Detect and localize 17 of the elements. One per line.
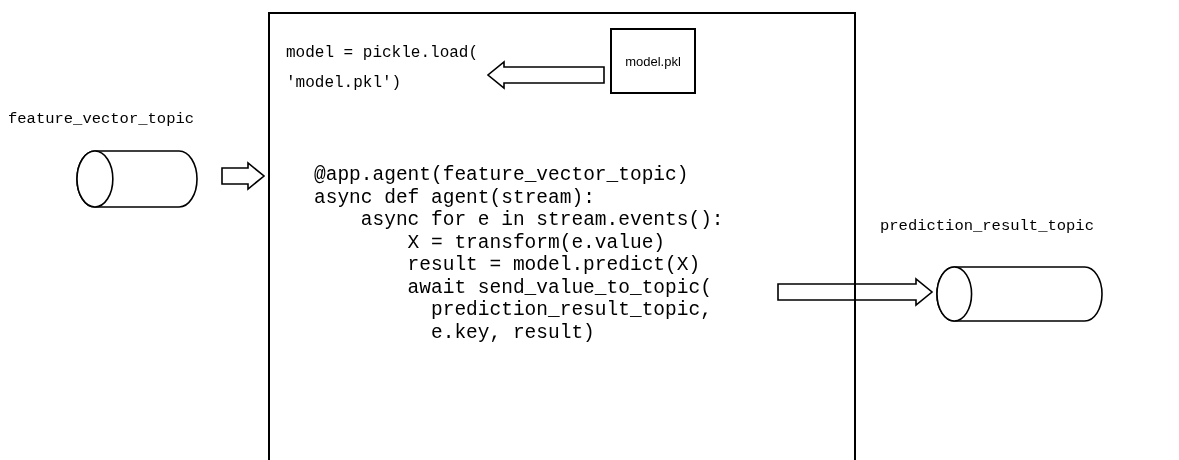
code-line: async for e in stream.events():: [360, 209, 724, 232]
file-box: [610, 28, 696, 94]
block-arrow: [777, 277, 934, 307]
block-arrow: [221, 161, 266, 191]
code-line: e.key, result): [431, 321, 595, 344]
process-box: [268, 12, 856, 460]
topic-label: prediction_result_topic: [880, 217, 1094, 235]
topic-label: feature_vector_topic: [8, 110, 195, 128]
code-line: @app.agent(feature_vector_topic): [314, 164, 689, 187]
code-line: async def agent(stream):: [314, 186, 595, 209]
code-text: model = pickle.load( 'model.pkl'): [286, 43, 480, 94]
block-arrow: [486, 60, 605, 90]
code-line: await send_value_to_topic(: [407, 276, 712, 299]
code-line: result = model.predict(X): [407, 254, 701, 277]
file-name: model.pkl: [625, 53, 681, 69]
code-line: prediction_result_topic,: [431, 299, 712, 322]
code-line: X = transform(e.value): [407, 231, 666, 254]
